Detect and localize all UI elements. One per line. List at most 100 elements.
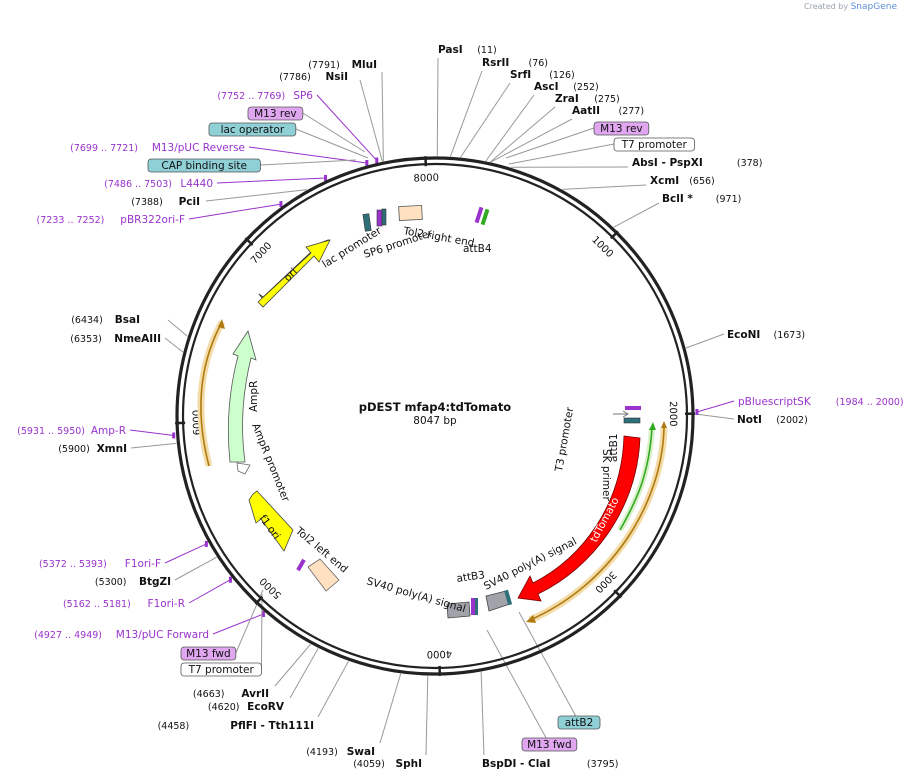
primer-site[interactable]: F1ori-F(5372 .. 5393): [39, 558, 161, 570]
enzyme-site[interactable]: PasI(11): [438, 44, 497, 56]
enzyme-site[interactable]: NmeAIII(6353): [70, 333, 161, 345]
feature-badge[interactable]: T7 promoter: [613, 137, 695, 152]
badge-box: [208, 122, 297, 137]
enzyme-site[interactable]: AatII(277): [572, 105, 644, 117]
enzyme-position: (277): [619, 106, 645, 117]
backbone-inner: [181, 162, 689, 670]
enzyme-name: AscI: [534, 81, 559, 93]
badge-box: [247, 106, 304, 121]
plasmid-length: 8047 bp: [413, 415, 457, 427]
enzyme-site[interactable]: XmnI(5900): [58, 443, 127, 455]
sv40-left-feature[interactable]: SV40 poly(A) signal: [365, 575, 471, 619]
snapgene-brand: Created by SnapGene: [804, 2, 897, 12]
attb1-feature[interactable]: attB1 T3 promoter SK primer: [553, 406, 641, 502]
badge-box: [147, 158, 261, 173]
enzyme-site[interactable]: SrfI(126): [510, 69, 575, 81]
enzyme-site[interactable]: PciI(7388): [131, 196, 200, 208]
enzyme-position: (6434): [71, 315, 103, 326]
tol2-left-feature[interactable]: Tol2 left end: [292, 524, 350, 592]
primer-marker: [279, 201, 283, 208]
primer-name: pBluescriptSK: [738, 396, 812, 408]
enzyme-position: (7388): [131, 197, 163, 208]
top-cluster-features[interactable]: lac promoter SP6 promoter Tol2 right end: [320, 204, 475, 271]
enzyme-site[interactable]: BclI *(971): [662, 193, 741, 205]
enzyme-site[interactable]: PflFI - Tth111I(4458): [158, 720, 314, 732]
attb4-feature[interactable]: attB4: [463, 206, 492, 255]
badge-box: [521, 737, 578, 752]
primer-site[interactable]: pBluescriptSK(1984 .. 2000): [738, 396, 904, 408]
enzyme-position: (971): [716, 194, 742, 205]
primer-site[interactable]: SP6(7752 .. 7769): [217, 90, 313, 102]
enzyme-lead: [205, 189, 308, 202]
enzyme-site[interactable]: BtgZI(5300): [95, 576, 171, 588]
primer-site[interactable]: M13/pUC Forward(4927 .. 4949): [34, 629, 209, 641]
badge-label: M13 rev: [254, 108, 297, 120]
enzyme-site[interactable]: NsiI(7786): [279, 71, 348, 83]
enzyme-lead: [613, 202, 660, 228]
enzyme-site[interactable]: AvrII(4663): [193, 688, 269, 700]
enzyme-site[interactable]: ZraI(275): [555, 93, 620, 105]
feature-badge[interactable]: M13 fwd: [180, 646, 237, 661]
feature-badge[interactable]: lac operator: [208, 122, 297, 137]
enzyme-position: (2002): [776, 415, 808, 426]
enzyme-site[interactable]: BsaI(6434): [71, 314, 140, 326]
badge-lead: [260, 159, 357, 166]
center-title: pDEST mfap4:tdTomato 8047 bp: [359, 400, 512, 427]
enzyme-site[interactable]: MluI(7791): [308, 59, 377, 71]
enzyme-lead: [381, 71, 384, 162]
enzyme-name: RsrII: [482, 57, 509, 69]
tdtomato-feature[interactable]: tdTomato: [517, 435, 641, 602]
primer-name: M13/pUC Reverse: [152, 142, 245, 154]
primer-lead: [316, 94, 378, 161]
attb4-label: attB4: [463, 243, 492, 255]
tick-mark: [244, 237, 254, 246]
leader-lines: [129, 57, 735, 756]
enzyme-name: EcoNI: [727, 329, 760, 341]
enzyme-name: SrfI: [510, 69, 531, 81]
badge-box: [557, 715, 601, 730]
feature-badge[interactable]: M13 fwd: [521, 737, 578, 752]
enzyme-site[interactable]: EcoRV(4620): [208, 701, 285, 713]
enzyme-site[interactable]: AbsI - PspXI(378): [632, 157, 762, 169]
primer-site[interactable]: L4440(7486 .. 7503): [104, 178, 213, 190]
primer-marker: [375, 157, 379, 164]
enzyme-name: NmeAIII: [114, 333, 161, 345]
enzyme-site[interactable]: AscI(252): [534, 81, 599, 93]
enzyme-site[interactable]: SphI(4059): [353, 758, 422, 770]
enzyme-lead: [174, 556, 217, 581]
brand-name: SnapGene: [850, 2, 897, 12]
primer-site[interactable]: Amp-R(5931 .. 5950): [17, 425, 126, 437]
enzyme-site[interactable]: BspDI - ClaI(3795): [482, 758, 618, 770]
primer-marker: [324, 174, 328, 181]
primer-site[interactable]: pBR322ori-F(7233 .. 7252): [37, 214, 185, 226]
primer-site[interactable]: F1ori-R(5162 .. 5181): [63, 598, 185, 610]
feature-badge[interactable]: CAP binding site: [147, 158, 261, 173]
enzyme-site[interactable]: NotI(2002): [737, 414, 808, 426]
feature-badge[interactable]: attB2: [557, 715, 601, 730]
attb3-feature[interactable]: attB3: [456, 569, 486, 615]
enzyme-lead: [164, 337, 184, 353]
badge-lead: [518, 611, 580, 723]
ampr-promoter-feature[interactable]: AmpR promoter: [236, 422, 292, 504]
enzyme-site[interactable]: EcoNI(1673): [727, 329, 805, 341]
feature-badge[interactable]: M13 rev: [593, 121, 650, 136]
enzyme-lead: [359, 79, 383, 162]
enzyme-site[interactable]: XcmI(656): [650, 175, 715, 187]
enzyme-site[interactable]: RsrII(76): [482, 57, 548, 69]
enzyme-position: (4663): [193, 689, 225, 700]
primer-name: L4440: [180, 178, 213, 190]
feature-badge[interactable]: M13 rev: [247, 106, 304, 121]
badge-box: [613, 137, 695, 152]
primer-lead: [188, 203, 282, 220]
enzyme-site[interactable]: SwaI(4193): [306, 746, 375, 758]
primer-name: F1ori-R: [148, 598, 185, 610]
primer-site[interactable]: M13/pUC Reverse(7699 .. 7721): [70, 142, 245, 154]
enzyme-position: (275): [594, 94, 620, 105]
ampr-feature[interactable]: AmpR: [227, 330, 260, 463]
primer-lead: [164, 543, 207, 564]
primer-name: Amp-R: [91, 425, 126, 437]
badge-label: CAP binding site: [161, 160, 247, 172]
sv40-left-label: SV40 poly(A) signal: [365, 575, 467, 615]
feature-badge[interactable]: T7 promoter: [180, 662, 262, 677]
